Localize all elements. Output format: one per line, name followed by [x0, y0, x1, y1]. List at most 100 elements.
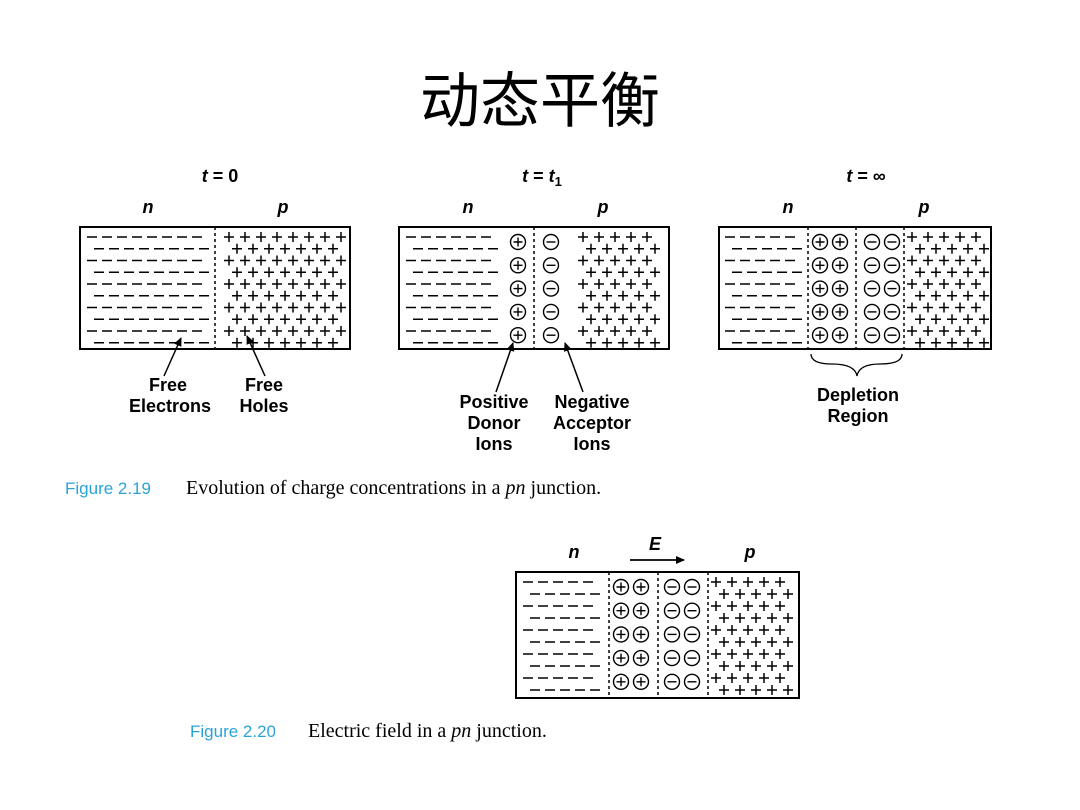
donor-ion	[831, 257, 849, 274]
electric-field-label: E	[649, 534, 662, 554]
free-hole	[240, 302, 250, 313]
free-hole	[594, 302, 604, 313]
donor-ion	[509, 257, 527, 274]
donor-ion	[509, 233, 527, 251]
panel-t0-p-label: p	[277, 197, 289, 217]
plus-icon	[616, 582, 626, 592]
free-hole	[735, 661, 745, 671]
free-hole	[727, 601, 737, 611]
figure-2-20-caption: Electric field in a pn junction.	[308, 720, 547, 742]
free-hole	[240, 326, 250, 336]
panel-t1-time: t = t1	[522, 166, 562, 189]
free-hole	[304, 279, 314, 289]
free-hole	[618, 337, 628, 348]
plus-icon	[616, 629, 626, 639]
free-hole	[955, 255, 965, 266]
free-hole	[947, 337, 957, 348]
figure-2-19-caption: Evolution of charge concentrations in a …	[186, 477, 601, 499]
fig2-n-label: n	[569, 542, 580, 562]
donor-ion	[831, 280, 849, 297]
free-electrons-arrow	[163, 337, 182, 377]
donor-ion	[831, 303, 849, 321]
free-hole	[727, 577, 737, 587]
free-hole	[264, 314, 274, 325]
free-hole	[634, 290, 644, 301]
free-hole	[979, 337, 989, 348]
free-hole	[248, 243, 258, 254]
free-hole	[626, 232, 636, 242]
free-hole	[328, 243, 338, 254]
acceptor-ion	[542, 303, 560, 321]
free-hole	[759, 577, 769, 587]
free-hole	[320, 302, 330, 313]
free-hole	[642, 326, 652, 336]
negative-acceptor-label-2: Acceptor	[553, 413, 631, 433]
donor-ion	[632, 649, 650, 667]
free-hole	[328, 267, 338, 278]
acceptor-ion	[683, 649, 701, 667]
free-holes-label-1: Free	[245, 375, 283, 395]
plus-icon	[835, 307, 845, 317]
donor-ion	[509, 303, 527, 321]
free-hole	[711, 649, 721, 659]
free-hole	[743, 625, 753, 635]
free-hole	[727, 625, 737, 635]
acceptor-ion	[542, 257, 560, 274]
plus-icon	[636, 653, 646, 663]
free-hole	[963, 314, 973, 325]
free-hole	[650, 267, 660, 278]
acceptor-ion	[663, 602, 681, 619]
free-hole	[955, 302, 965, 313]
acceptor-ion	[883, 327, 901, 344]
free-hole	[650, 314, 660, 325]
free-hole	[735, 637, 745, 647]
free-hole	[907, 255, 917, 266]
free-hole	[618, 267, 628, 278]
free-hole	[594, 279, 604, 289]
free-hole	[288, 326, 298, 336]
plus-icon	[513, 237, 523, 247]
free-hole	[272, 326, 282, 336]
plus-icon	[835, 330, 845, 340]
free-hole	[907, 326, 917, 336]
donor-ion	[811, 327, 829, 344]
slide-title: 动态平衡	[420, 67, 660, 137]
plus-icon	[636, 677, 646, 687]
free-hole	[642, 279, 652, 289]
free-hole	[775, 625, 785, 635]
free-hole	[610, 232, 620, 242]
plus-icon	[835, 284, 845, 294]
free-hole	[304, 326, 314, 336]
free-hole	[618, 290, 628, 301]
donor-ion	[612, 626, 630, 643]
acceptor-ion	[883, 233, 901, 251]
free-hole	[280, 290, 290, 301]
free-hole	[304, 232, 314, 242]
free-hole	[272, 279, 282, 289]
free-hole	[240, 255, 250, 266]
free-hole	[963, 337, 973, 348]
plus-icon	[513, 260, 523, 270]
free-hole	[783, 589, 793, 599]
free-hole	[626, 279, 636, 289]
free-hole	[264, 337, 274, 348]
free-hole	[256, 255, 266, 266]
free-hole	[618, 243, 628, 254]
free-hole	[320, 255, 330, 266]
negative-acceptor-label-1: Negative	[554, 392, 629, 412]
free-hole	[971, 302, 981, 313]
free-hole	[602, 314, 612, 325]
free-hole	[224, 302, 234, 313]
negative-acceptor-label-3: Ions	[573, 434, 610, 454]
free-hole	[719, 613, 729, 623]
free-hole	[256, 326, 266, 336]
free-hole	[610, 302, 620, 313]
free-hole	[328, 290, 338, 301]
positive-donor-label-3: Ions	[475, 434, 512, 454]
free-hole	[915, 243, 925, 254]
free-hole	[947, 290, 957, 301]
figure-2-20: n p E	[515, 534, 800, 699]
figure-2-19-tag: Figure 2.19	[65, 479, 151, 498]
donor-ion	[632, 626, 650, 643]
free-hole	[336, 279, 346, 289]
